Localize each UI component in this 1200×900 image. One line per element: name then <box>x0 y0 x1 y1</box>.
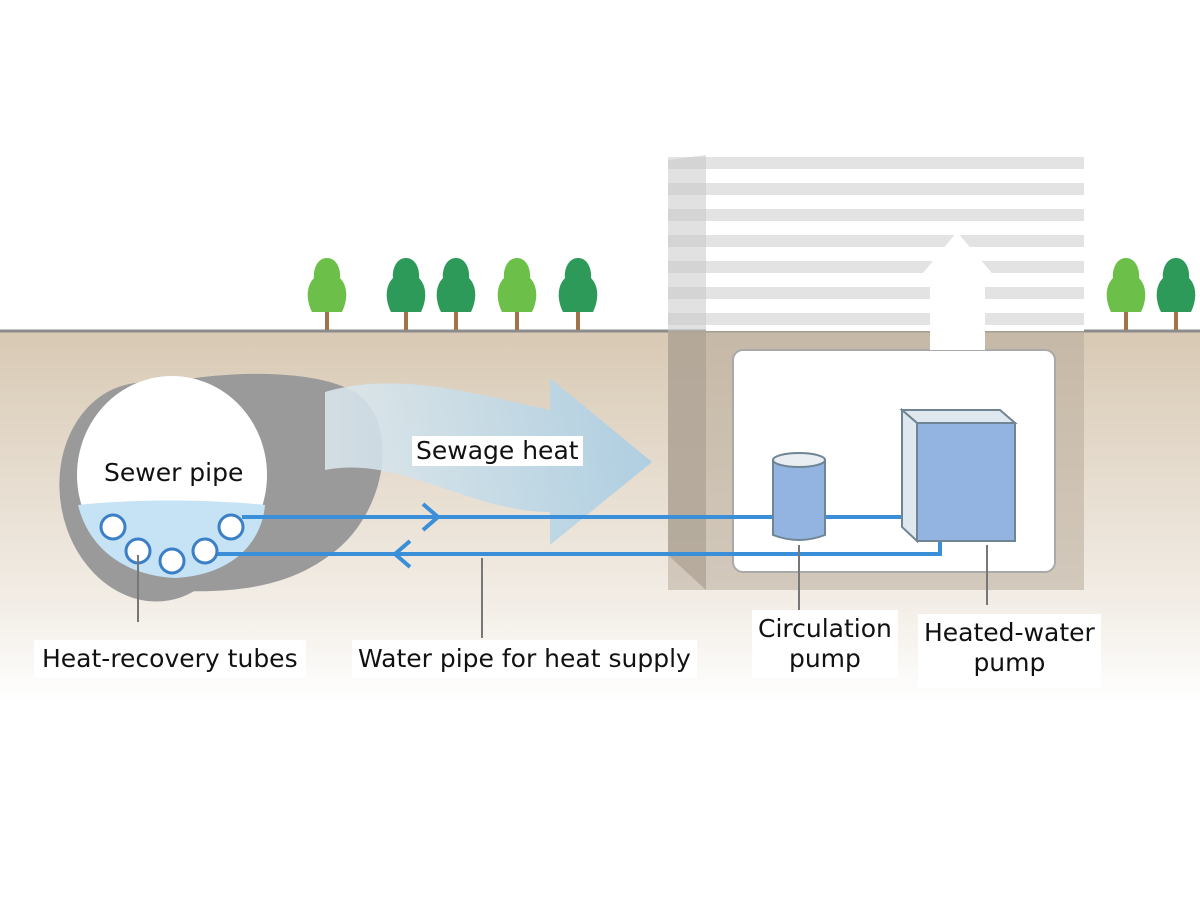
building <box>668 155 1084 590</box>
building-stripe <box>668 261 1084 273</box>
building-stripe <box>668 183 1084 195</box>
building-stripe <box>668 209 1084 221</box>
tree-icon <box>1106 258 1146 330</box>
building-stripe <box>668 287 1084 299</box>
water-pipe <box>205 502 942 569</box>
heated-water-pump <box>899 407 1018 544</box>
heat-recovery-tubes-label: Heat-recovery tubes <box>34 640 306 678</box>
sewer-pipe-label: Sewer pipe <box>100 458 248 488</box>
circulation-pump-label: Circulation pump <box>752 610 898 678</box>
building-stripe <box>668 157 1084 169</box>
circulation-pump <box>772 452 826 541</box>
heated-water-pump-label-line2: pump <box>973 648 1046 677</box>
flow-left-arrow-icon <box>391 539 412 569</box>
tree-icon <box>558 258 598 330</box>
sewage-heat-label: Sewage heat <box>412 436 583 466</box>
tree-icon <box>1156 258 1196 330</box>
building-stripe <box>668 235 1084 247</box>
tree-icon <box>386 258 426 330</box>
circulation-pump-label-line2: pump <box>788 644 861 673</box>
tree-icon <box>497 258 537 330</box>
flow-right-arrow-icon <box>421 502 442 532</box>
tree-icon <box>307 258 347 330</box>
heat-up-arrow-icon <box>913 232 1002 350</box>
heated-water-pump-label-line1: Heated-water <box>924 618 1095 647</box>
water-pipe-label: Water pipe for heat supply <box>352 640 697 678</box>
tree-icon <box>436 258 476 330</box>
building-stripe <box>668 313 1084 325</box>
circulation-pump-label-line1: Circulation <box>758 614 892 643</box>
heated-water-pump-label: Heated-water pump <box>918 614 1101 688</box>
trees <box>307 258 1196 330</box>
building-floor-stripes <box>668 157 1084 325</box>
